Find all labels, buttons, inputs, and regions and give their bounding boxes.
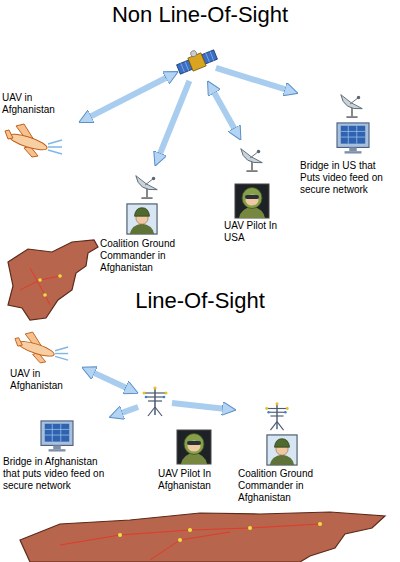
afghanistan-map <box>20 512 385 562</box>
signal-arrow <box>89 371 131 390</box>
pilot-icon <box>235 184 269 218</box>
uav-icon <box>5 124 62 157</box>
section-title: Line-Of-Sight <box>0 288 400 314</box>
commander-icon <box>127 204 157 234</box>
dish-icon <box>136 176 157 198</box>
signal-arrow <box>172 403 228 409</box>
relay-node <box>180 45 214 79</box>
section-title: Non Line-Of-Sight <box>0 2 400 28</box>
station-node: UAV in Afghanistan <box>10 328 80 392</box>
node-text: UAV in Afghanistan <box>10 368 80 392</box>
node-text: UAV in Afghanistan <box>2 92 77 116</box>
node-text: Bridge in US that Puts video feed on sec… <box>300 160 390 196</box>
satellite <box>174 43 218 76</box>
node-text: Coalition Ground Commander in Afghanista… <box>100 238 195 274</box>
signal-arrow <box>211 88 237 134</box>
station-node: UAV Pilot In USA <box>224 142 280 244</box>
station-node: Bridge in Afghanistan that puts video fe… <box>3 418 111 492</box>
dish-icon <box>241 149 262 171</box>
antenna-icon <box>265 402 288 430</box>
station-node: UAV Pilot In Afghanistan <box>158 428 230 492</box>
afghanistan-map <box>8 240 98 320</box>
pilot-icon <box>177 430 211 464</box>
station-node: Bridge in US that Puts video feed on sec… <box>300 88 390 196</box>
antenna-icon <box>143 386 168 416</box>
dish-icon <box>341 95 362 117</box>
relay-node <box>140 385 170 417</box>
station-node: UAV in Afghanistan <box>2 92 77 166</box>
bridge-icon <box>337 123 369 154</box>
node-text: UAV Pilot In Afghanistan <box>158 468 230 492</box>
signal-arrow <box>86 75 171 119</box>
node-text: Bridge in Afghanistan that puts video fe… <box>3 456 111 492</box>
station-node: Coalition Ground Commander in Afghanista… <box>238 400 338 504</box>
signal-arrow <box>117 407 138 415</box>
commander-icon <box>267 435 297 465</box>
signal-arrow <box>158 81 189 159</box>
node-text: UAV Pilot In USA <box>224 220 280 244</box>
node-text: Coalition Ground Commander in Afghanista… <box>238 468 338 504</box>
uav-icon <box>15 332 68 363</box>
bridge-icon <box>41 421 73 452</box>
signal-arrow <box>216 68 291 91</box>
station-node: Coalition Ground Commander in Afghanista… <box>100 168 195 274</box>
